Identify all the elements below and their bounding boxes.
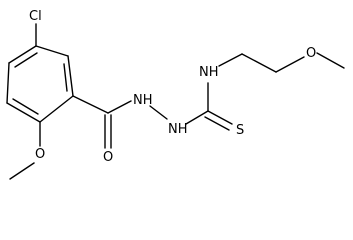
bond-o-methyl	[9, 162, 35, 180]
amine-nh-label: NH	[199, 65, 219, 80]
bond-nh-ch2-a	[218, 53, 243, 67]
bond-ch2-ch2	[241, 53, 277, 73]
ring-bond-c5-c6	[8, 45, 37, 64]
bond-n2-thiocarbon	[185, 110, 209, 125]
ring-double-bond-inner-2	[12, 98, 39, 115]
hydrazide-nh-2-label: NH	[168, 122, 188, 137]
carbonyl-oxygen-atom-label: O	[103, 150, 113, 165]
bond-ring-carbonyl	[72, 95, 109, 114]
ring-double-bond-inner-1	[63, 63, 68, 92]
ring-bond-c4-c5	[6, 62, 10, 104]
sulfur-atom-label: S	[236, 123, 244, 138]
bond-o-chain-methyl	[316, 52, 345, 69]
ring-double-bond-inner-3	[14, 52, 38, 68]
benzene-ring	[6, 45, 74, 123]
bond-carbonyl-n1	[107, 100, 132, 114]
chlorine-atom-label: Cl	[29, 9, 42, 24]
bond-n1-n2	[149, 105, 168, 120]
hydrazide-nh-1-label: NH	[133, 93, 153, 108]
bond-thiocarbon-s-double-1	[207, 110, 233, 125]
structure-diagram: Cl O O NH NH S NH O	[6, 9, 345, 180]
chain-oxygen-atom-label: O	[306, 46, 316, 61]
molecule-canvas: Cl O O NH NH S NH O	[6, 9, 345, 180]
ring-bond-c2-c3	[39, 95, 74, 123]
ring-bond-c1-c2	[67, 55, 74, 97]
bond-thiocarbon-s-double-2	[204, 116, 230, 131]
ring-bond-c6-c1	[35, 45, 69, 57]
ring-bond-c3-c4	[6, 102, 41, 123]
bond-ch2-o-chain	[275, 56, 305, 73]
methoxy-oxygen-atom-label: O	[35, 147, 45, 162]
